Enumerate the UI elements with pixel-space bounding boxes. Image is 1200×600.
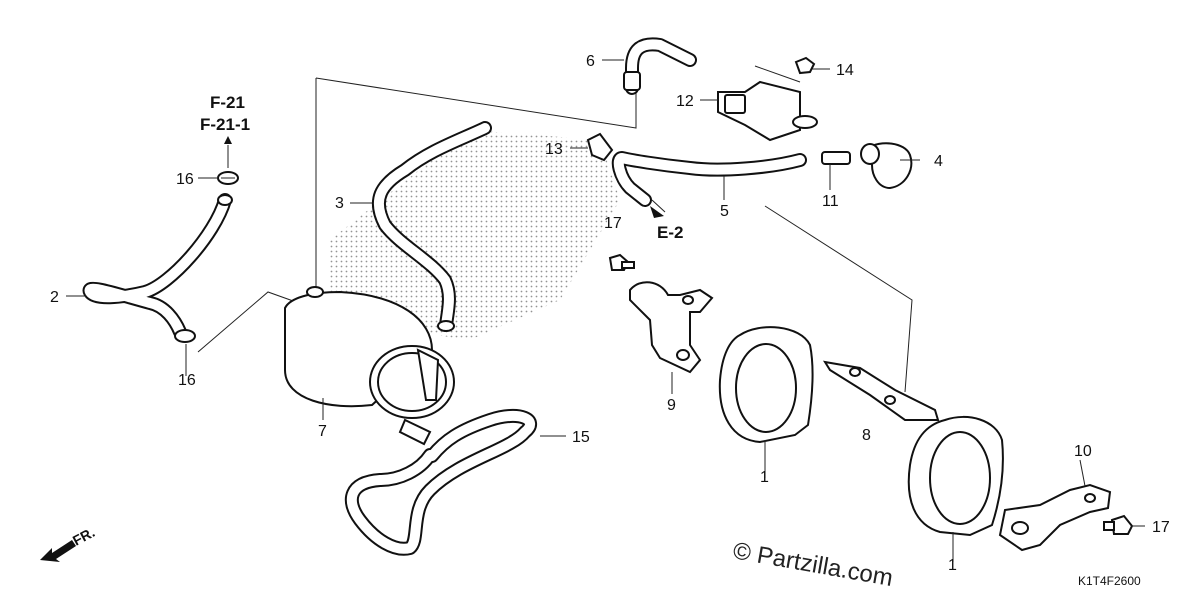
watermark: © Partzilla.com — [731, 537, 895, 592]
callout-11: 11 — [822, 193, 839, 210]
callout-16-top: 16 — [176, 171, 194, 188]
bracket-part-10 — [998, 483, 1112, 552]
bolt-upper — [608, 253, 635, 271]
bolt-part-17 — [1103, 514, 1134, 535]
callout-14: 14 — [836, 62, 854, 79]
callout-16-bottom: 16 — [178, 372, 196, 389]
hose-part-5 — [611, 151, 807, 207]
canister-part-7 — [284, 286, 455, 446]
callout-5: 5 — [720, 203, 729, 220]
callout-15: 15 — [572, 429, 590, 446]
leader-lines — [197, 65, 913, 393]
callout-8: 8 — [862, 427, 871, 444]
clamp-part-16-top — [217, 171, 239, 185]
callout-4: 4 — [934, 153, 943, 170]
clamp-part-16-bottom — [174, 329, 196, 343]
ref-e2: E-2 — [657, 223, 683, 242]
shading-area — [330, 130, 620, 340]
callout-1-upper: 1 — [760, 469, 769, 486]
cap-part-4 — [860, 142, 913, 190]
hose-part-15 — [344, 409, 537, 556]
hose-part-3 — [371, 121, 492, 332]
clip-part-13 — [586, 132, 614, 162]
callout-1-lower: 1 — [948, 557, 957, 574]
callout-17-lower: 17 — [1152, 519, 1170, 536]
callout-17-upper: 17 — [604, 215, 622, 232]
arrow-e2 — [650, 206, 664, 218]
callout-9: 9 — [667, 397, 676, 414]
nut-part-14 — [794, 56, 816, 75]
strap-part-1-lower — [907, 415, 1004, 537]
bracket-part-9 — [629, 281, 714, 374]
plate-part-8 — [822, 360, 940, 421]
callout-leads — [66, 59, 1145, 562]
callout-12: 12 — [676, 93, 694, 110]
callout-13: 13 — [545, 141, 563, 158]
callout-2: 2 — [50, 289, 59, 306]
callout-3: 3 — [335, 195, 344, 212]
hose-part-6 — [623, 37, 697, 95]
ref-f21-1: F-21-1 — [200, 115, 250, 134]
front-arrow: FR. — [40, 524, 97, 562]
callout-10: 10 — [1074, 443, 1092, 460]
diagram-code: K1T4F2600 — [1078, 574, 1141, 588]
hose-part-2 — [82, 193, 233, 339]
arrow-f21 — [224, 136, 232, 144]
callout-7: 7 — [318, 423, 327, 440]
valve-part-12 — [717, 80, 818, 142]
callout-6: 6 — [586, 53, 595, 70]
ref-f21: F-21 — [210, 93, 245, 112]
nipple-part-11 — [821, 151, 851, 165]
strap-part-1-upper — [718, 326, 814, 444]
